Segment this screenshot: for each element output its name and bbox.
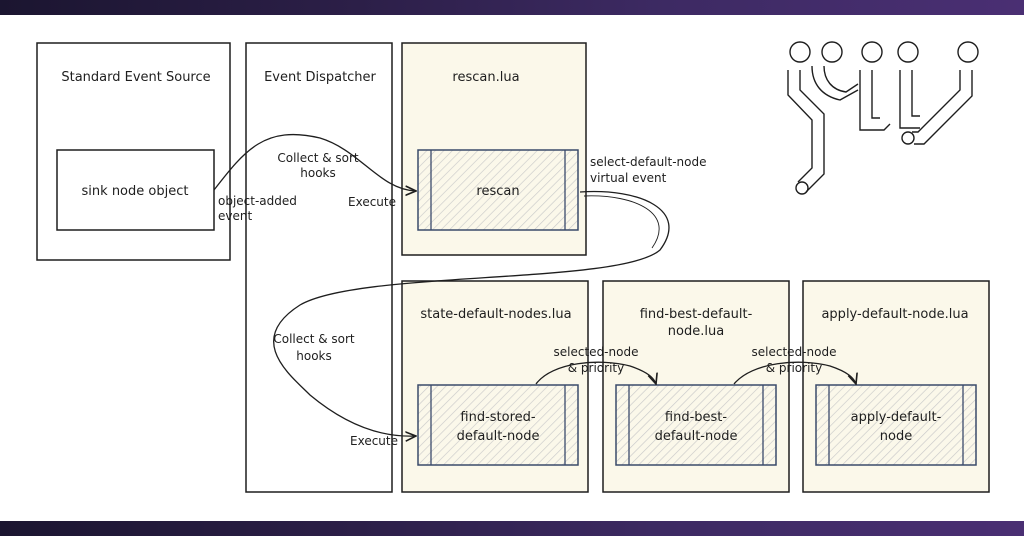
diagram-canvas: Standard Event Source Event Dispatcher r… <box>0 15 1024 521</box>
bottom-band <box>0 521 1024 536</box>
find-best-label-line1: find-best- <box>665 410 727 425</box>
connector-rescan-to-dispatcher-loop <box>273 190 670 437</box>
apply-default-node-hook <box>815 384 977 466</box>
find-best-default-node-hook <box>615 384 777 466</box>
select-default-label-line1: select-default-node <box>590 155 706 169</box>
find-stored-default-node-hook <box>417 384 579 466</box>
select-default-label-line2: virtual event <box>590 171 667 185</box>
dispatcher-column-title: Event Dispatcher <box>264 70 376 85</box>
event-dispatcher-column <box>245 42 393 493</box>
connector-find-best-to-apply <box>733 361 856 384</box>
sink-node-object-box <box>56 149 215 231</box>
connector-object-added-to-rescan <box>213 133 416 191</box>
rescan-hook <box>417 149 579 231</box>
connector-select-default-shadow <box>583 195 660 249</box>
apply-default-label-line1: apply-default- <box>851 410 942 425</box>
diagram-svg: Standard Event Source Event Dispatcher r… <box>36 41 990 493</box>
find-stored-label-line1: find-stored- <box>460 410 536 425</box>
execute-1-label: Execute <box>348 195 396 209</box>
connector-find-stored-to-find-best <box>535 361 656 384</box>
selected-node-2-line2: & priority <box>766 361 822 375</box>
collect-sort-1-line2: hooks <box>300 166 336 180</box>
state-script-title: state-default-nodes.lua <box>420 307 571 322</box>
object-added-label-line1: object-added <box>218 194 297 208</box>
selected-node-2-line1: selected-node <box>752 345 837 359</box>
selected-node-1-line1: selected-node <box>554 345 639 359</box>
rescan-hook-label: rescan <box>476 184 519 199</box>
find-best-label-line2: default-node <box>655 429 738 444</box>
collect-sort-1-line1: Collect & sort <box>277 151 359 165</box>
find-stored-label-line2: default-node <box>457 429 540 444</box>
pipewire-logo <box>787 41 979 195</box>
selected-node-1-line2: & priority <box>568 361 624 375</box>
object-added-label-line2: event <box>218 209 252 223</box>
sink-node-object-label: sink node object <box>82 184 189 199</box>
rescan-script-title: rescan.lua <box>452 70 519 85</box>
execute-2-label: Execute <box>350 434 398 448</box>
apply-script-title: apply-default-node.lua <box>821 307 968 322</box>
top-band <box>0 0 1024 15</box>
collect-sort-2-line2: hooks <box>296 349 332 363</box>
apply-default-label-line2: node <box>880 429 912 444</box>
find-script-title-line1: find-best-default- <box>640 307 753 322</box>
collect-sort-2-line1: Collect & sort <box>273 332 355 346</box>
source-column-title: Standard Event Source <box>61 70 210 85</box>
find-script-title-line2: node.lua <box>668 324 724 339</box>
